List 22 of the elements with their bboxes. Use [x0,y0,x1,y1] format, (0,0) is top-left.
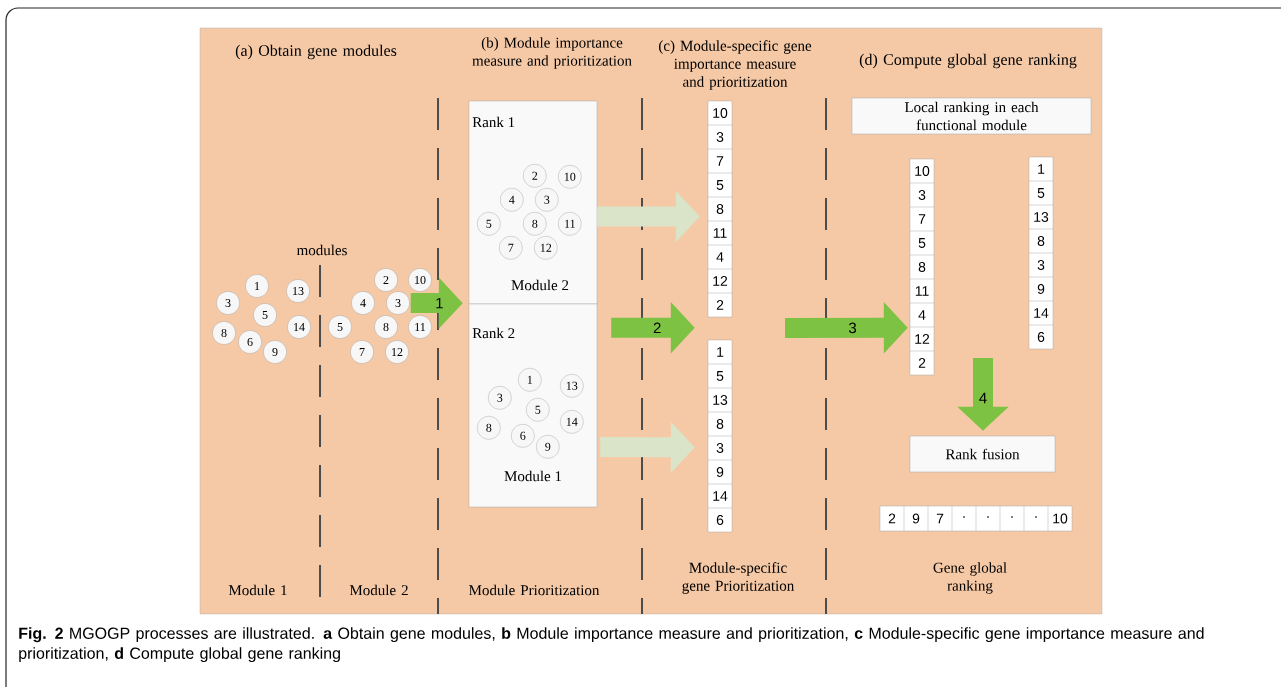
section-label: modules [296,244,347,256]
process-box: Rank fusion [909,435,1056,473]
figure-caption: Fig. 2 MGOGP processes are illustrated. a Obtain gene modules, b Module importance measure and prioritization, c Module-specific gene importance measure and prioritization, d Compute global gene ranking [19,627,1204,663]
edge-label: 4 [977,391,989,405]
edge-label: 2 [652,321,663,334]
section-label: Module 2 [349,584,408,596]
panel-heading: (c) Module-specific gene importance measure and prioritization [659,40,812,90]
edge-label: 1 [434,296,445,310]
section-label: Module 1 [228,584,287,596]
panel-heading: (b) Module importance measure and prioritization [472,37,632,69]
section-label: Module-specific gene Prioritization [682,562,795,594]
ranking-column: 1 5 13 8 3 9 14 6 [1028,156,1054,350]
section-label: Module Prioritization [469,584,600,596]
ranking-row: 2 9 7 · · · · 10 [879,505,1073,532]
panel-heading: (a) Obtain gene modules [235,44,397,60]
ranking-column: 10 3 7 5 8 11 4 12 2 [707,100,733,318]
panel-heading: (d) Compute global gene ranking [859,53,1077,69]
edge-label: 3 [847,321,858,335]
process-box: Local ranking in each functional module [851,97,1092,135]
section-label: Gene global ranking [933,562,1007,594]
ranking-column: 10 3 7 5 8 11 4 12 2 [909,158,935,376]
ranking-column: 1 5 13 8 3 9 14 6 [707,339,733,533]
